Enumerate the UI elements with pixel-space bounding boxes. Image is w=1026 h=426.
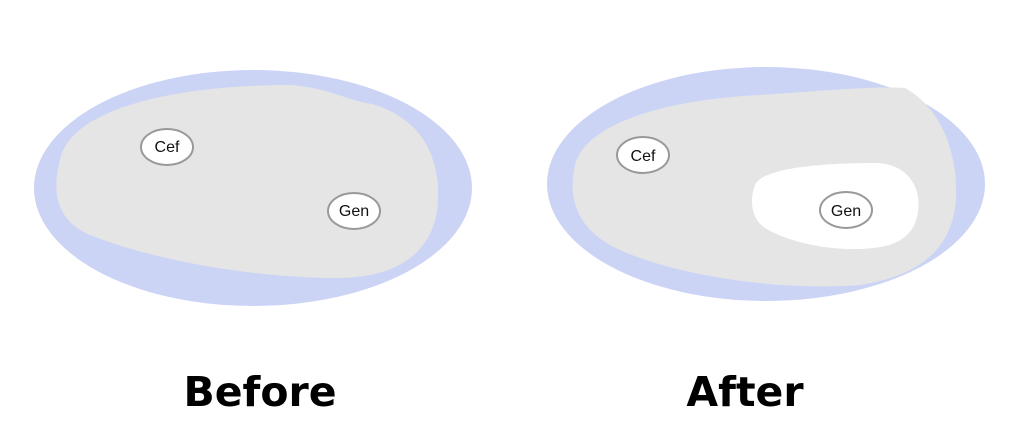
caption-before: Before: [183, 368, 337, 416]
svg-text:Gen: Gen: [339, 203, 369, 220]
panel-after: Cef Gen: [547, 67, 985, 301]
caption-after: After: [686, 368, 804, 416]
svg-text:Cef: Cef: [155, 139, 180, 156]
svg-text:Gen: Gen: [831, 203, 861, 220]
disk-gen-before: Gen: [327, 192, 381, 230]
disk-cef-after: Cef: [616, 136, 670, 174]
petri-dish-after: [547, 67, 985, 301]
disk-cef-before: Cef: [140, 128, 194, 166]
svg-text:Cef: Cef: [631, 148, 656, 165]
petri-dish-before: [34, 70, 472, 306]
disk-gen-after: Gen: [819, 191, 873, 229]
panel-before: Cef Gen: [34, 70, 472, 306]
